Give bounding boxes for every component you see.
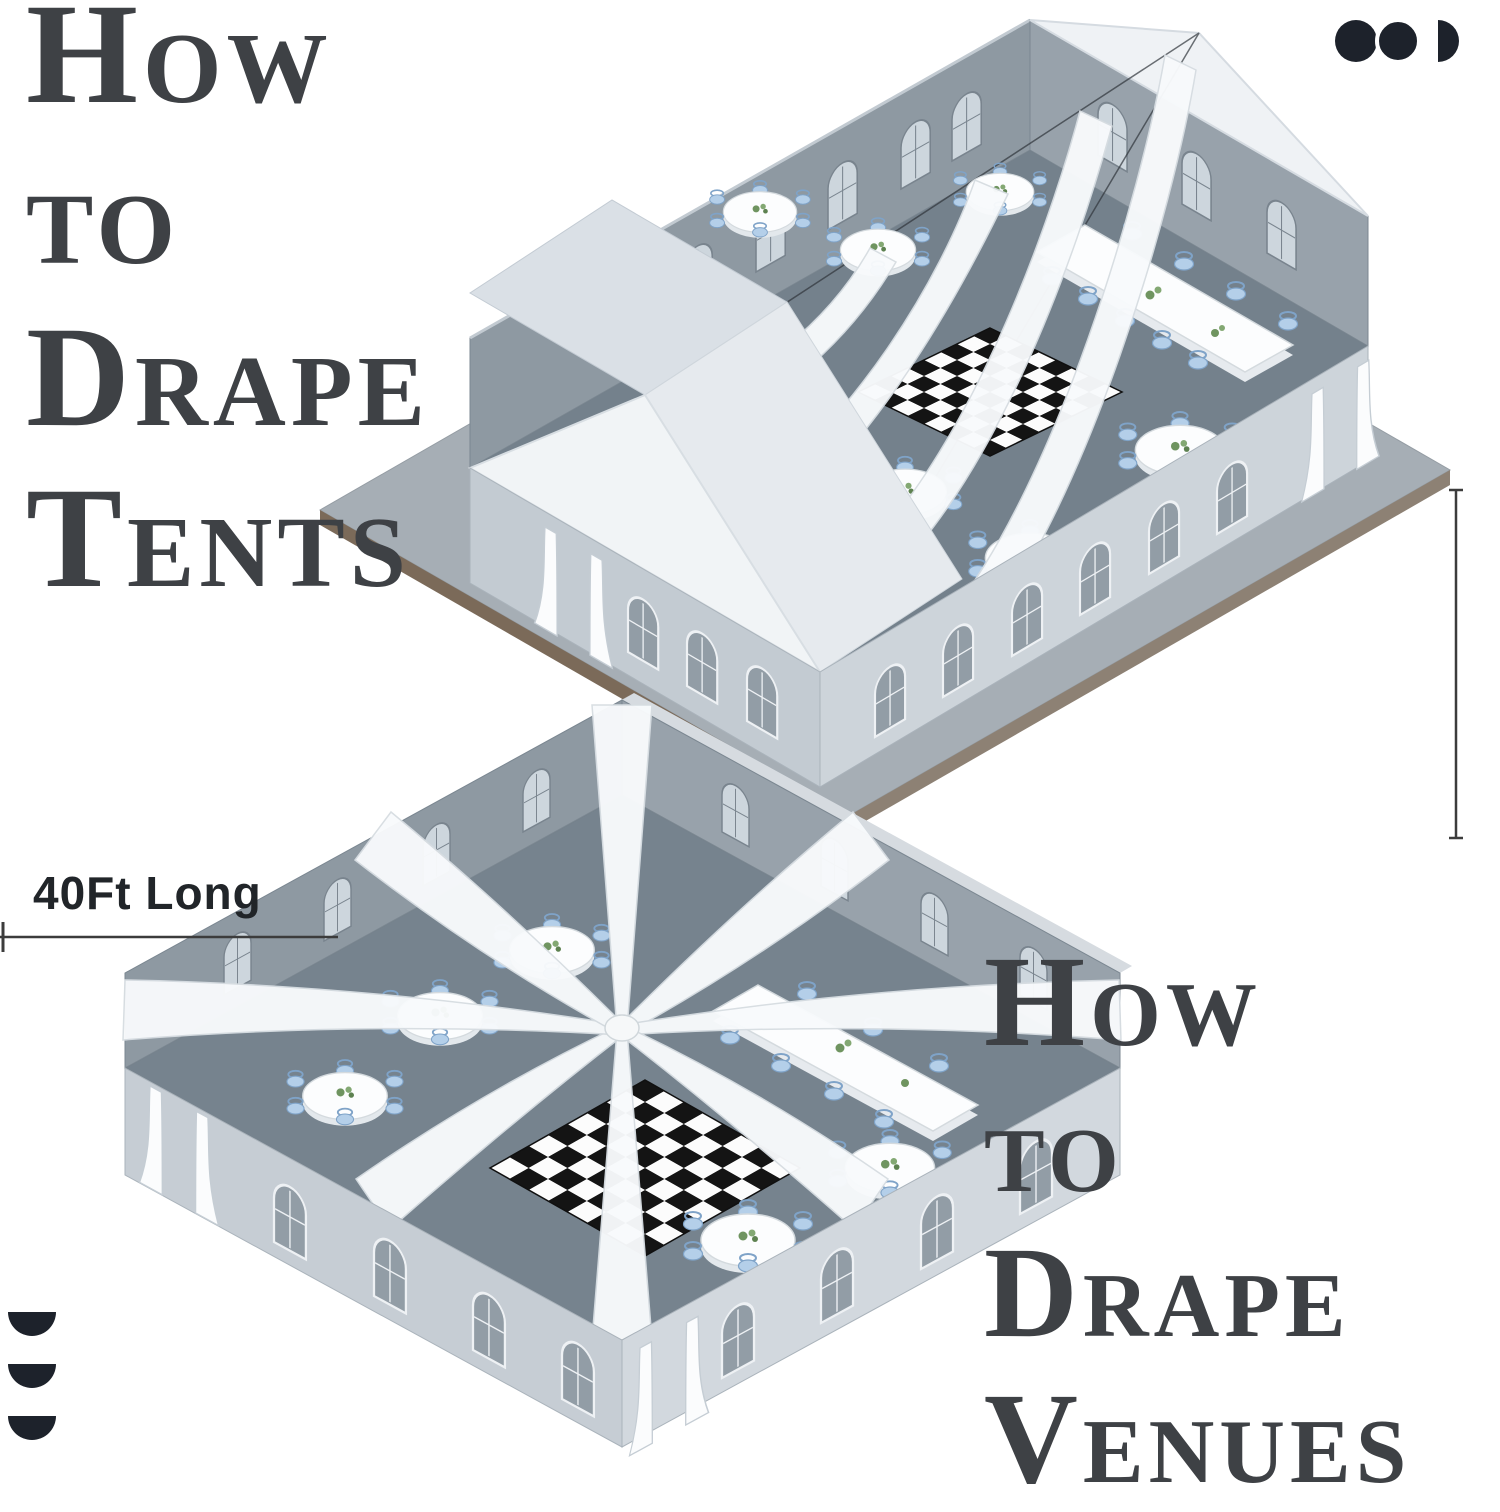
- radial-ceiling-drapes: [122, 704, 1122, 1341]
- venue-back-right-rim: [622, 693, 1132, 973]
- title-line: Drape: [26, 297, 430, 457]
- dimension-label-40ft: 40Ft Long: [33, 867, 262, 919]
- tent-front-right-wall: [819, 345, 1380, 788]
- venue-front-right-wall: [621, 1067, 1121, 1457]
- tent-rear-gable: [1029, 19, 1369, 217]
- title-how-to-drape-tents: How to Drape Tents: [26, 0, 430, 619]
- venue-illustration: [122, 693, 1132, 1457]
- title-line: How: [984, 930, 1262, 1074]
- title-how-to-drape-venues: How to Drape Venues: [984, 930, 1411, 1512]
- title-line: Tents: [26, 458, 411, 618]
- title-line: Drape: [984, 1221, 1351, 1366]
- title-line: to: [26, 136, 181, 296]
- title-line: How: [26, 0, 333, 134]
- banquet-table: [1035, 221, 1299, 382]
- tent-front-gable-roof: [467, 199, 963, 673]
- dimension-line-right: [1449, 488, 1463, 840]
- tent-illustration: [318, 18, 1452, 830]
- title-line: Venues: [984, 1366, 1412, 1511]
- poster-illustration: [0, 18, 1463, 1457]
- title-line: to: [984, 1075, 1124, 1220]
- brand-mark-circles-icon: [1335, 18, 1459, 64]
- brand-mark-half-discs-icon: [8, 1312, 56, 1440]
- dimension-line-40ft: [0, 922, 338, 952]
- drape-center-knot: [604, 1014, 640, 1042]
